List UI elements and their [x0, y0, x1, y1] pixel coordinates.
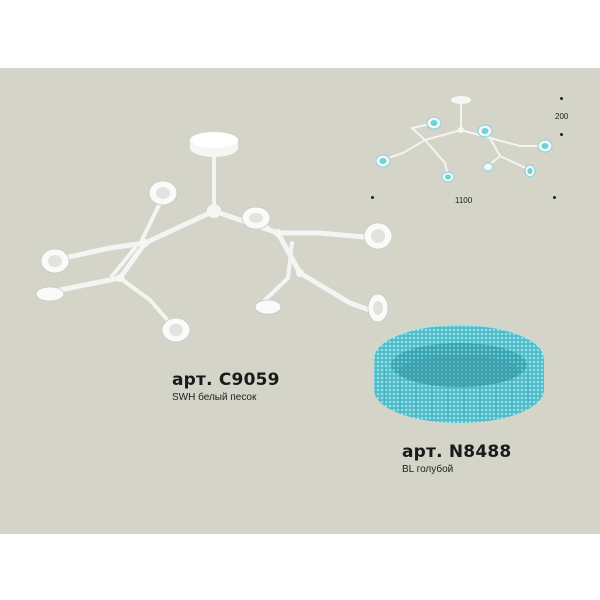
main-article-number: арт. C9059: [172, 370, 280, 390]
dimension-width-label: 1100: [455, 196, 473, 205]
shade-finish-label: BL голубой: [402, 464, 454, 475]
chandelier-c9059-image: [35, 96, 553, 423]
shade-article-number: арт. N8488: [402, 442, 512, 462]
crystal-shade-n8488-image: [373, 324, 545, 423]
product-panel: 200 1100 арт. C9059 SWH белый песок арт.…: [0, 68, 600, 534]
dimension-marker-dot: [560, 97, 563, 100]
dimension-marker-dot: [560, 133, 563, 136]
dimension-marker-dot: [553, 196, 556, 199]
main-finish-label: SWH белый песок: [172, 392, 257, 403]
dimension-height-label: 200: [555, 112, 569, 121]
dimension-marker-dot: [371, 196, 374, 199]
